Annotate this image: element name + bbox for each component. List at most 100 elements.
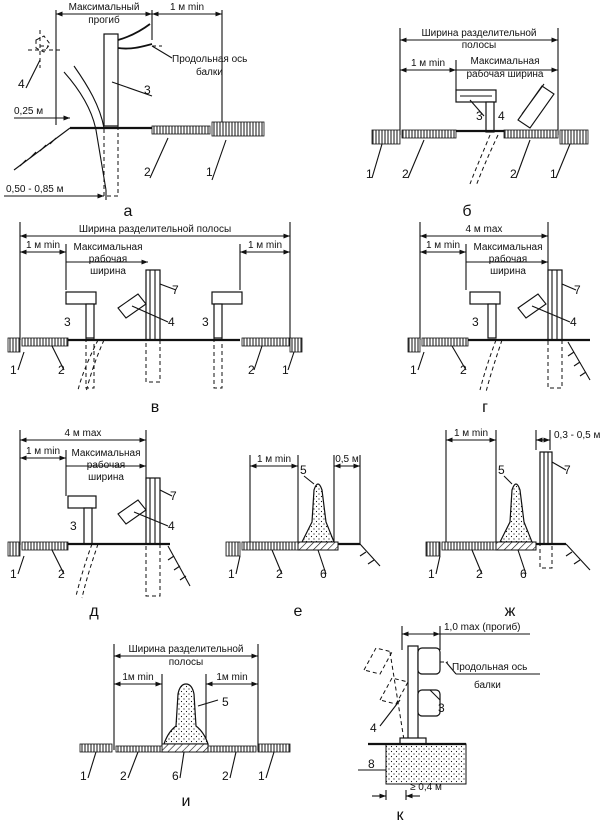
panel-a: Максимальный прогиб 1 м min Продольная о… [4,2,265,220]
callout-1: 1 [10,567,17,581]
callout-2b: 2 [510,167,517,181]
callout-2b: 2 [222,769,229,783]
one-m-max-deflection-label: 1,0 max (прогиб) [444,621,521,633]
caption-i: и [182,793,191,810]
panel-b: Ширина разделительной полосы 1 м min Мак… [366,28,589,220]
max-work-label-3: ширина [88,472,124,483]
callout-2: 2 [58,567,65,581]
max-work-label-2: рабочая [489,253,527,265]
max-work-label-2: рабочая [89,253,127,265]
carriageway [211,121,265,137]
callout-1: 1 [206,165,213,179]
callout-5: 5 [300,463,307,477]
strip-width-full-label: Ширина разделительной полосы [79,224,231,235]
panel-v: Ширина разделительной полосы 1 м min Мак… [7,222,303,416]
beam-axis-label-1: Продольная ось [452,662,527,673]
panel-d: 4 м max 1 м min Максимальная рабочая шир… [7,428,191,620]
callout-7: 7 [574,283,581,297]
callout-3: 3 [472,315,479,329]
strip-width-label-1: Ширина разделительной [421,28,536,39]
screen-barrier [145,269,161,341]
panel-i: Ширина разделительной полосы 1м min 1м m… [79,644,291,810]
beam-profile [117,23,153,50]
callout-3: 3 [70,519,77,533]
one-m-min-label: 1 м min [257,454,291,465]
one-m-min-label-r: 1 м min [248,240,282,251]
screen-barrier [145,477,161,545]
max-work-label-1: Максимальная [73,242,142,253]
road-shoulder [151,125,211,135]
concrete-barrier [499,483,533,543]
max-work-label-1: Максимальная [71,448,140,459]
callout-2b: 2 [248,363,255,377]
one-m-min-label-r: 1м min [216,672,247,683]
dim-025-label: 0,25 м [14,106,43,117]
callout-5: 5 [498,463,505,477]
post-underground [103,125,119,197]
beam-axis-label-2: балки [474,679,501,691]
caption-d: д [89,603,99,620]
caption-zh: ж [505,603,516,620]
callout-2: 2 [120,769,127,783]
callout-5: 5 [222,695,229,709]
beam-axis-label-1: Продольная ось [172,54,247,65]
concrete-barrier [163,683,209,745]
callout-8: 8 [368,757,375,771]
one-m-min-label: 1 м min [170,2,204,13]
callout-1: 1 [428,567,435,581]
ge-04-label: ≥ 0,4 м [410,782,442,793]
max-work-label-1: Максимальная [473,242,542,253]
callout-7: 7 [172,283,179,297]
strip-width-label-2: полосы [169,657,203,668]
panel-g: 4 м max 1 м min Максимальная рабочая шир… [407,222,591,416]
callout-3: 3 [438,701,445,715]
caption-g: г [482,399,488,416]
callout-6: 6 [320,567,327,581]
strip-width-label-1: Ширина разделительной [128,644,243,655]
callout-2: 2 [276,567,283,581]
callout-4: 4 [370,721,377,735]
concrete-barrier [301,483,335,543]
callout-2: 2 [402,167,409,181]
callout-3b: 3 [202,315,209,329]
callout-4: 4 [168,519,175,533]
callout-1b: 1 [550,167,557,181]
callout-6: 6 [520,567,527,581]
callout-1: 1 [410,363,417,377]
max-deflection-label-2: прогиб [88,14,120,26]
callout-1b: 1 [258,769,265,783]
barrier-base [297,541,339,551]
panel-e: 1 м min 0,5 м 5 1 2 6 е [225,454,381,620]
caption-b: б [462,203,471,220]
one-m-min-label: 1 м min [454,428,488,439]
callout-4: 4 [18,77,25,91]
four-m-max-label: 4 м max [466,224,503,235]
half-m-label: 0,5 м [335,454,359,465]
callout-2: 2 [58,363,65,377]
max-work-label-2: рабочая ширина [467,68,544,80]
callout-1: 1 [10,363,17,377]
screen-barrier [539,451,553,545]
max-work-label-3: ширина [90,266,126,277]
barrier-post [407,645,419,743]
callout-2: 2 [460,363,467,377]
callout-1: 1 [228,567,235,581]
callout-3: 3 [144,83,151,97]
deflected-beam [35,35,51,53]
callout-4: 4 [498,109,505,123]
callout-4: 4 [570,315,577,329]
caption-v: в [151,399,160,416]
max-work-label-2: рабочая [87,459,125,471]
one-m-min-label: 1 м min [411,58,445,69]
callout-3: 3 [476,109,483,123]
max-deflection-label-1: Максимальный [69,2,140,13]
four-m-max-label: 4 м max [65,428,102,439]
one-m-min-label: 1 м min [426,240,460,251]
max-work-label-1: Максимальная [470,56,539,67]
foundation [385,743,467,785]
caption-e: е [294,603,303,620]
strip-width-label-2: полосы [462,40,496,51]
callout-4: 4 [168,315,175,329]
dim-03-05-label: 0,3 - 0,5 м [554,430,600,441]
